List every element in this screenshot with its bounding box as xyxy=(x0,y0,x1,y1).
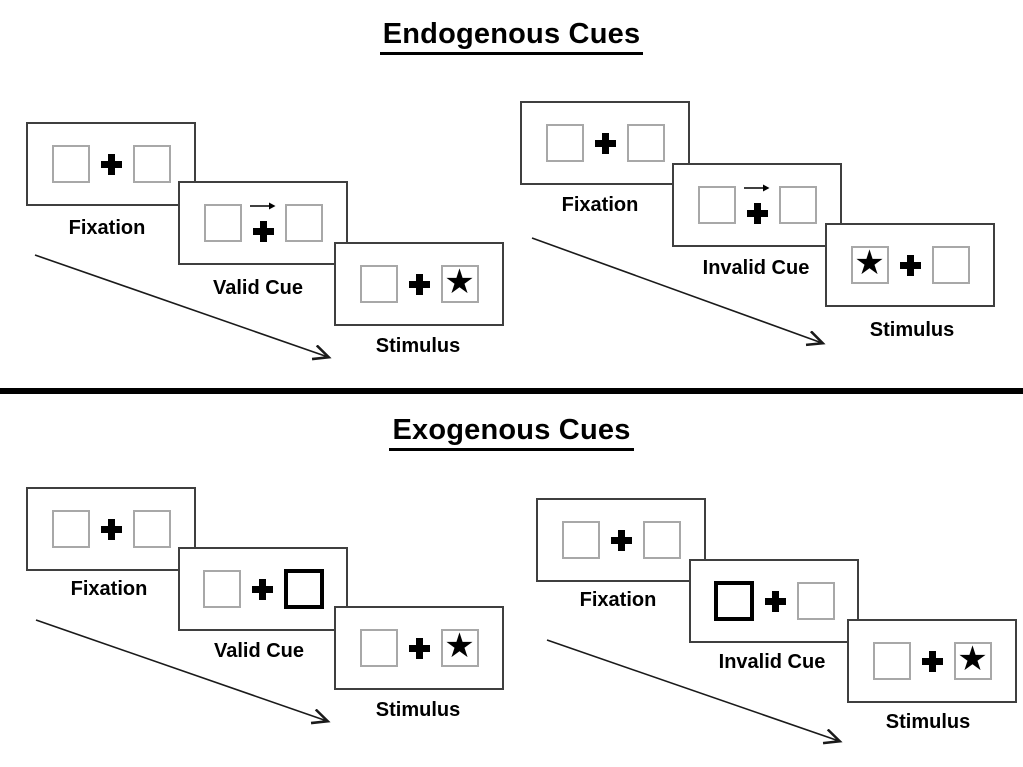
right-placeholder-box xyxy=(778,186,817,224)
fixation-panel xyxy=(536,498,706,582)
star-stimulus-icon: ★ xyxy=(854,243,885,283)
step-label-cue: Valid Cue xyxy=(212,277,304,299)
fixation-cross-icon xyxy=(100,518,122,540)
left-placeholder-box xyxy=(51,145,90,183)
fixation-panel xyxy=(520,101,690,185)
fixation-cross-icon xyxy=(899,254,921,276)
valid-cue-panel xyxy=(178,547,348,631)
left-placeholder-box xyxy=(561,521,600,559)
stimulus-panel: ★ xyxy=(825,223,995,307)
section-title-exogenous: Exogenous Cues xyxy=(0,414,1023,451)
left-highlight-cue-box xyxy=(713,581,754,621)
fixation-cross-icon xyxy=(100,153,122,175)
fixation-panel xyxy=(26,487,196,571)
fixation-cross-icon xyxy=(252,220,274,242)
step-label-cue: Invalid Cue xyxy=(718,651,826,673)
fixation-cross-icon xyxy=(610,529,632,551)
right-placeholder-box xyxy=(796,582,835,620)
step-label-stimulus: Stimulus xyxy=(869,319,955,341)
sequence-arrow-exogenous-valid xyxy=(35,619,327,721)
cue-arrow-icon xyxy=(250,202,276,210)
valid-cue-panel xyxy=(178,181,348,265)
right-placeholder-box xyxy=(132,145,171,183)
step-label-cue: Valid Cue xyxy=(213,640,305,662)
left-placeholder-box xyxy=(359,265,398,303)
step-label-stimulus: Stimulus xyxy=(375,335,461,357)
sequence-arrow-endogenous-valid xyxy=(34,254,328,357)
fixation-cross-icon xyxy=(764,590,786,612)
left-placeholder-box xyxy=(202,570,241,608)
step-label-cue: Invalid Cue xyxy=(702,257,810,279)
left-placeholder-box xyxy=(203,204,242,242)
right-target-box: ★ xyxy=(440,262,479,303)
right-placeholder-box xyxy=(626,124,665,162)
star-stimulus-icon: ★ xyxy=(957,639,988,679)
step-label-fixation: Fixation xyxy=(68,217,146,239)
star-stimulus-icon: ★ xyxy=(444,262,475,302)
step-label-fixation: Fixation xyxy=(561,194,639,216)
right-target-box: ★ xyxy=(440,626,479,667)
section-title-text: Endogenous Cues xyxy=(379,18,644,55)
left-target-box: ★ xyxy=(850,243,889,284)
fixation-cross-icon xyxy=(251,578,273,600)
right-placeholder-box xyxy=(132,510,171,548)
left-placeholder-box xyxy=(697,186,736,224)
left-placeholder-box xyxy=(545,124,584,162)
cue-arrow-icon xyxy=(744,184,770,192)
fixation-cross-icon xyxy=(408,273,430,295)
step-label-stimulus: Stimulus xyxy=(375,699,461,721)
invalid-cue-panel xyxy=(672,163,842,247)
fixation-cross-icon xyxy=(746,202,768,224)
fixation-cross-icon xyxy=(408,637,430,659)
stimulus-panel: ★ xyxy=(334,606,504,690)
left-placeholder-box xyxy=(359,629,398,667)
stimulus-panel: ★ xyxy=(847,619,1017,703)
invalid-cue-panel xyxy=(689,559,859,643)
section-divider xyxy=(0,388,1023,394)
section-title-endogenous: Endogenous Cues xyxy=(0,18,1023,55)
right-target-box: ★ xyxy=(953,639,992,680)
right-placeholder-box xyxy=(931,246,970,284)
stimulus-panel: ★ xyxy=(334,242,504,326)
fixation-cross-icon xyxy=(594,132,616,154)
step-label-fixation: Fixation xyxy=(70,578,148,600)
left-placeholder-box xyxy=(872,642,911,680)
sequence-arrow-exogenous-invalid xyxy=(546,639,839,741)
section-title-text: Exogenous Cues xyxy=(389,414,634,451)
step-label-stimulus: Stimulus xyxy=(885,711,971,733)
sequence-arrow-endogenous-invalid xyxy=(531,237,822,343)
right-highlight-cue-box xyxy=(283,569,324,609)
star-stimulus-icon: ★ xyxy=(444,626,475,666)
right-placeholder-box xyxy=(642,521,681,559)
right-placeholder-box xyxy=(284,204,323,242)
left-placeholder-box xyxy=(51,510,90,548)
step-label-fixation: Fixation xyxy=(579,589,657,611)
fixation-cross-icon xyxy=(921,650,943,672)
fixation-panel xyxy=(26,122,196,206)
